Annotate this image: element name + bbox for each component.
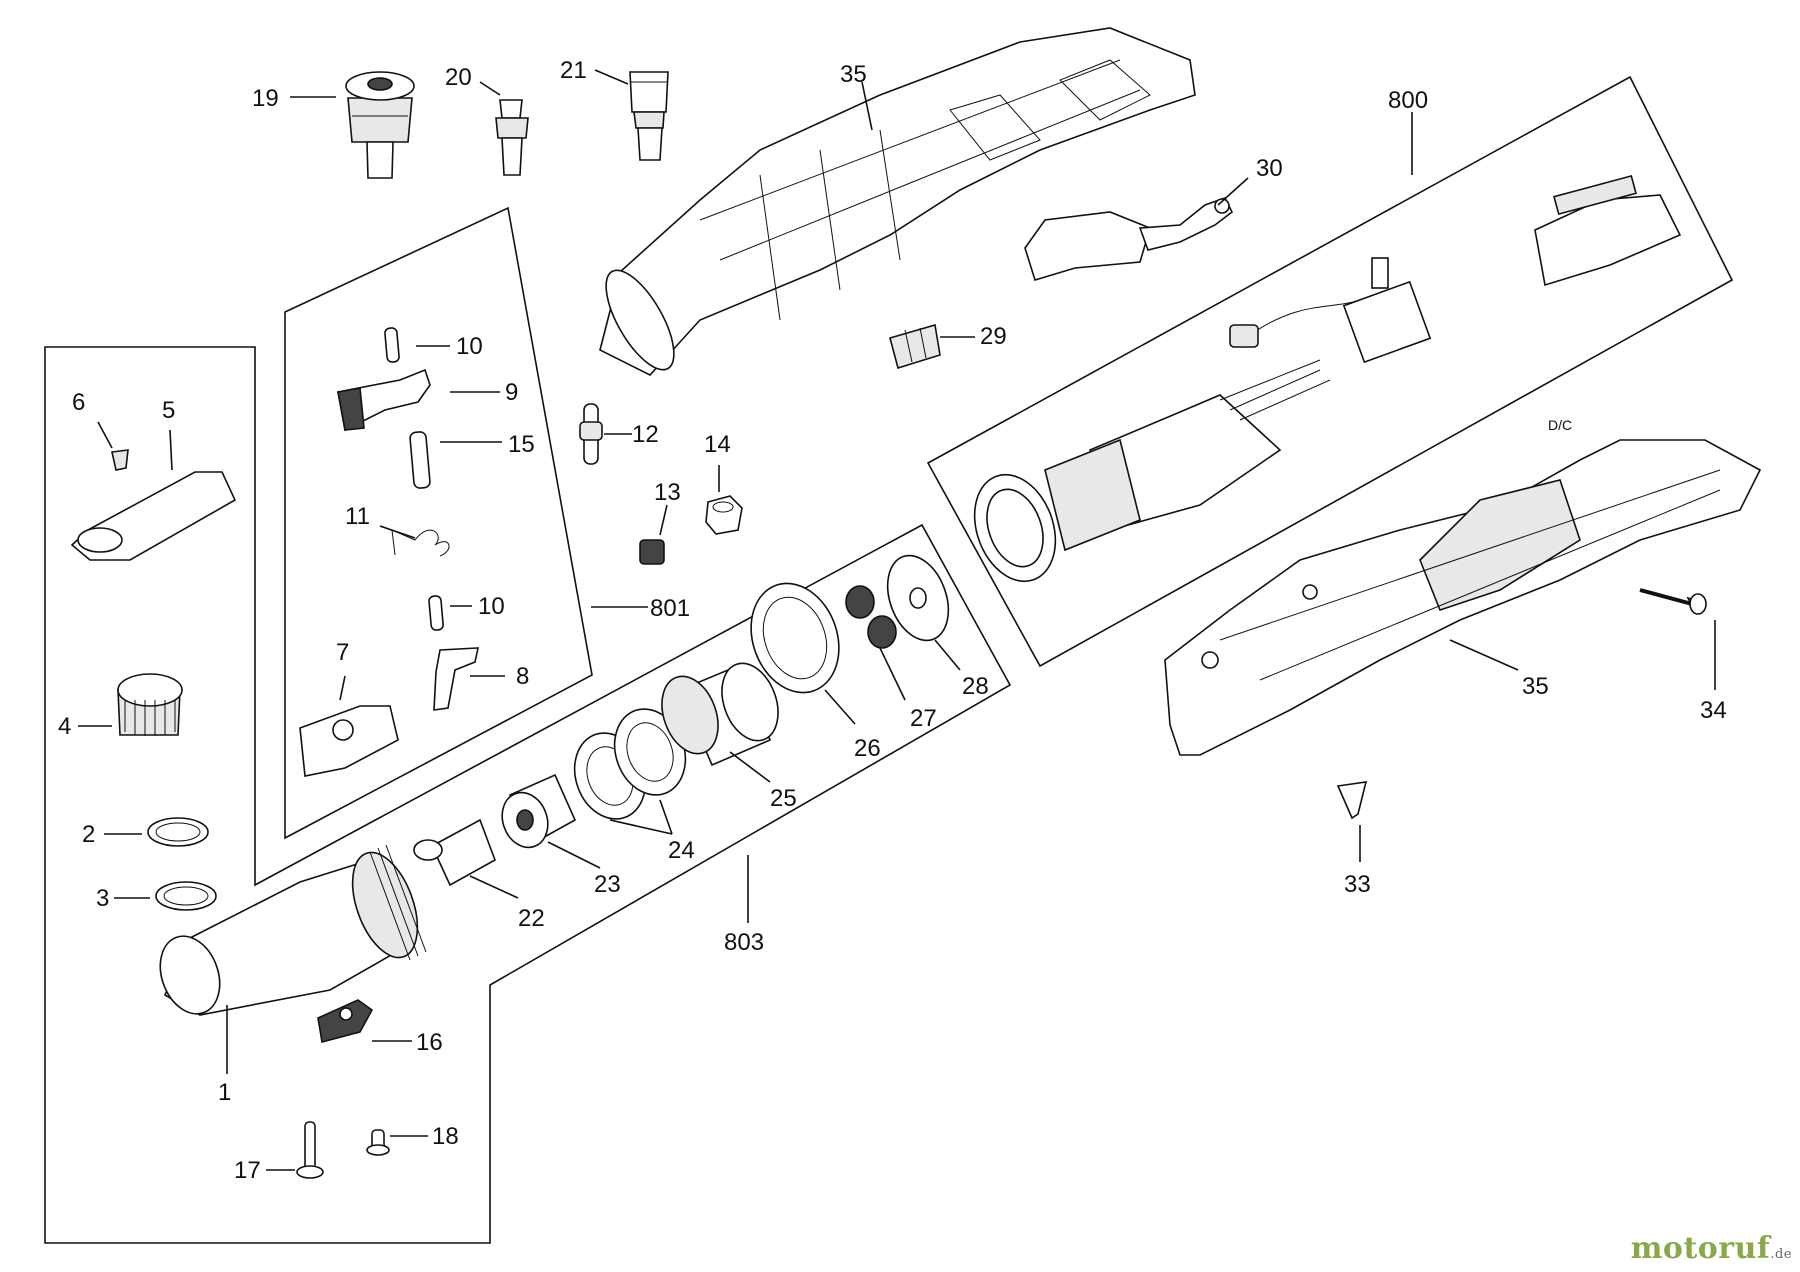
part-35-housing-half-top xyxy=(599,27,1196,376)
part-29-clip xyxy=(889,323,941,370)
label-2: 2 xyxy=(82,821,95,848)
part-15-pin xyxy=(409,431,431,489)
label-26: 26 xyxy=(854,735,881,762)
part-4-knob xyxy=(117,673,183,736)
group-box-801 xyxy=(284,206,593,840)
leader-lines xyxy=(78,69,1716,1171)
part-34-screw xyxy=(1639,588,1707,615)
label-34: 34 xyxy=(1700,697,1727,724)
label-28: 28 xyxy=(962,673,989,700)
part-11-spring xyxy=(391,529,450,557)
group-box-803 xyxy=(44,346,1012,1244)
part-27-planet-gears xyxy=(845,585,897,649)
label-20: 20 xyxy=(445,64,472,91)
part-26-collar xyxy=(750,582,840,694)
part-14-nut xyxy=(705,495,743,535)
part-33-screw xyxy=(1336,781,1368,820)
part-16-pawl xyxy=(317,999,374,1043)
label-10-a: 10 xyxy=(456,333,483,360)
label-24: 24 xyxy=(668,837,695,864)
label-17: 17 xyxy=(234,1157,261,1184)
label-8: 8 xyxy=(516,663,529,690)
label-9: 9 xyxy=(505,379,518,406)
label-13: 13 xyxy=(654,479,681,506)
part-1-ratchet-head xyxy=(159,844,427,1016)
label-12: 12 xyxy=(632,421,659,448)
label-10-b: 10 xyxy=(478,593,505,620)
part-17-pin xyxy=(296,1121,324,1179)
label-30: 30 xyxy=(1256,155,1283,182)
label-4: 4 xyxy=(58,713,71,740)
part-9-pawl xyxy=(337,368,431,432)
part-8-pawl-lever xyxy=(433,647,480,711)
part-23-carrier xyxy=(501,773,577,849)
label-5: 5 xyxy=(162,397,175,424)
part-5-cover-plate xyxy=(70,471,237,561)
label-35-top: 35 xyxy=(840,61,867,88)
watermark-logo: motoruf.de xyxy=(1631,1231,1792,1266)
part-28-washer xyxy=(886,554,950,642)
part-25-gear-housing xyxy=(661,662,779,767)
watermark-tld-text: .de xyxy=(1770,1247,1792,1262)
part-21-drive-adapter xyxy=(629,71,669,161)
label-19: 19 xyxy=(252,85,279,112)
label-15: 15 xyxy=(508,431,535,458)
label-18: 18 xyxy=(432,1123,459,1150)
part-6-screw xyxy=(111,449,129,471)
label-29: 29 xyxy=(980,323,1007,350)
part-19-socket-adapter xyxy=(345,71,415,179)
label-23: 23 xyxy=(594,871,621,898)
part-12-pin xyxy=(579,403,603,465)
part-20-drive-adapter xyxy=(495,99,529,176)
part-800-motor-switch-assembly xyxy=(973,174,1682,583)
label-21: 21 xyxy=(560,57,587,84)
part-13-spring xyxy=(639,539,665,565)
part-22-anvil xyxy=(413,818,496,887)
part-35-housing-half-bottom xyxy=(1164,439,1762,756)
part-number-labels: 19 20 21 35 800 30 10 9 15 11 10 7 8 801… xyxy=(58,57,1727,1184)
label-801: 801 xyxy=(650,595,690,622)
label-1: 1 xyxy=(218,1079,231,1106)
housing-marking-dc: D/C xyxy=(1548,417,1572,433)
label-3: 3 xyxy=(96,885,109,912)
part-10-pin-b xyxy=(428,595,444,631)
label-11: 11 xyxy=(345,503,370,530)
label-22: 22 xyxy=(518,905,545,932)
part-18-pin xyxy=(366,1129,390,1156)
label-6: 6 xyxy=(72,389,85,416)
part-3-seal xyxy=(155,881,217,911)
part-30-trigger xyxy=(1024,197,1234,281)
group-box-800 xyxy=(926,75,1734,668)
label-7: 7 xyxy=(336,639,349,666)
part-2-washer xyxy=(147,817,209,847)
label-35-bottom: 35 xyxy=(1522,673,1549,700)
watermark-main-text: motoruf xyxy=(1630,1231,1771,1266)
label-16: 16 xyxy=(416,1029,443,1056)
label-27: 27 xyxy=(910,705,937,732)
label-14: 14 xyxy=(704,431,731,458)
label-25: 25 xyxy=(770,785,797,812)
part-7-pawl-plate xyxy=(299,705,399,777)
label-33: 33 xyxy=(1344,871,1371,898)
label-803: 803 xyxy=(724,929,764,956)
part-10-pin-a xyxy=(384,327,400,363)
label-800: 800 xyxy=(1388,87,1428,114)
